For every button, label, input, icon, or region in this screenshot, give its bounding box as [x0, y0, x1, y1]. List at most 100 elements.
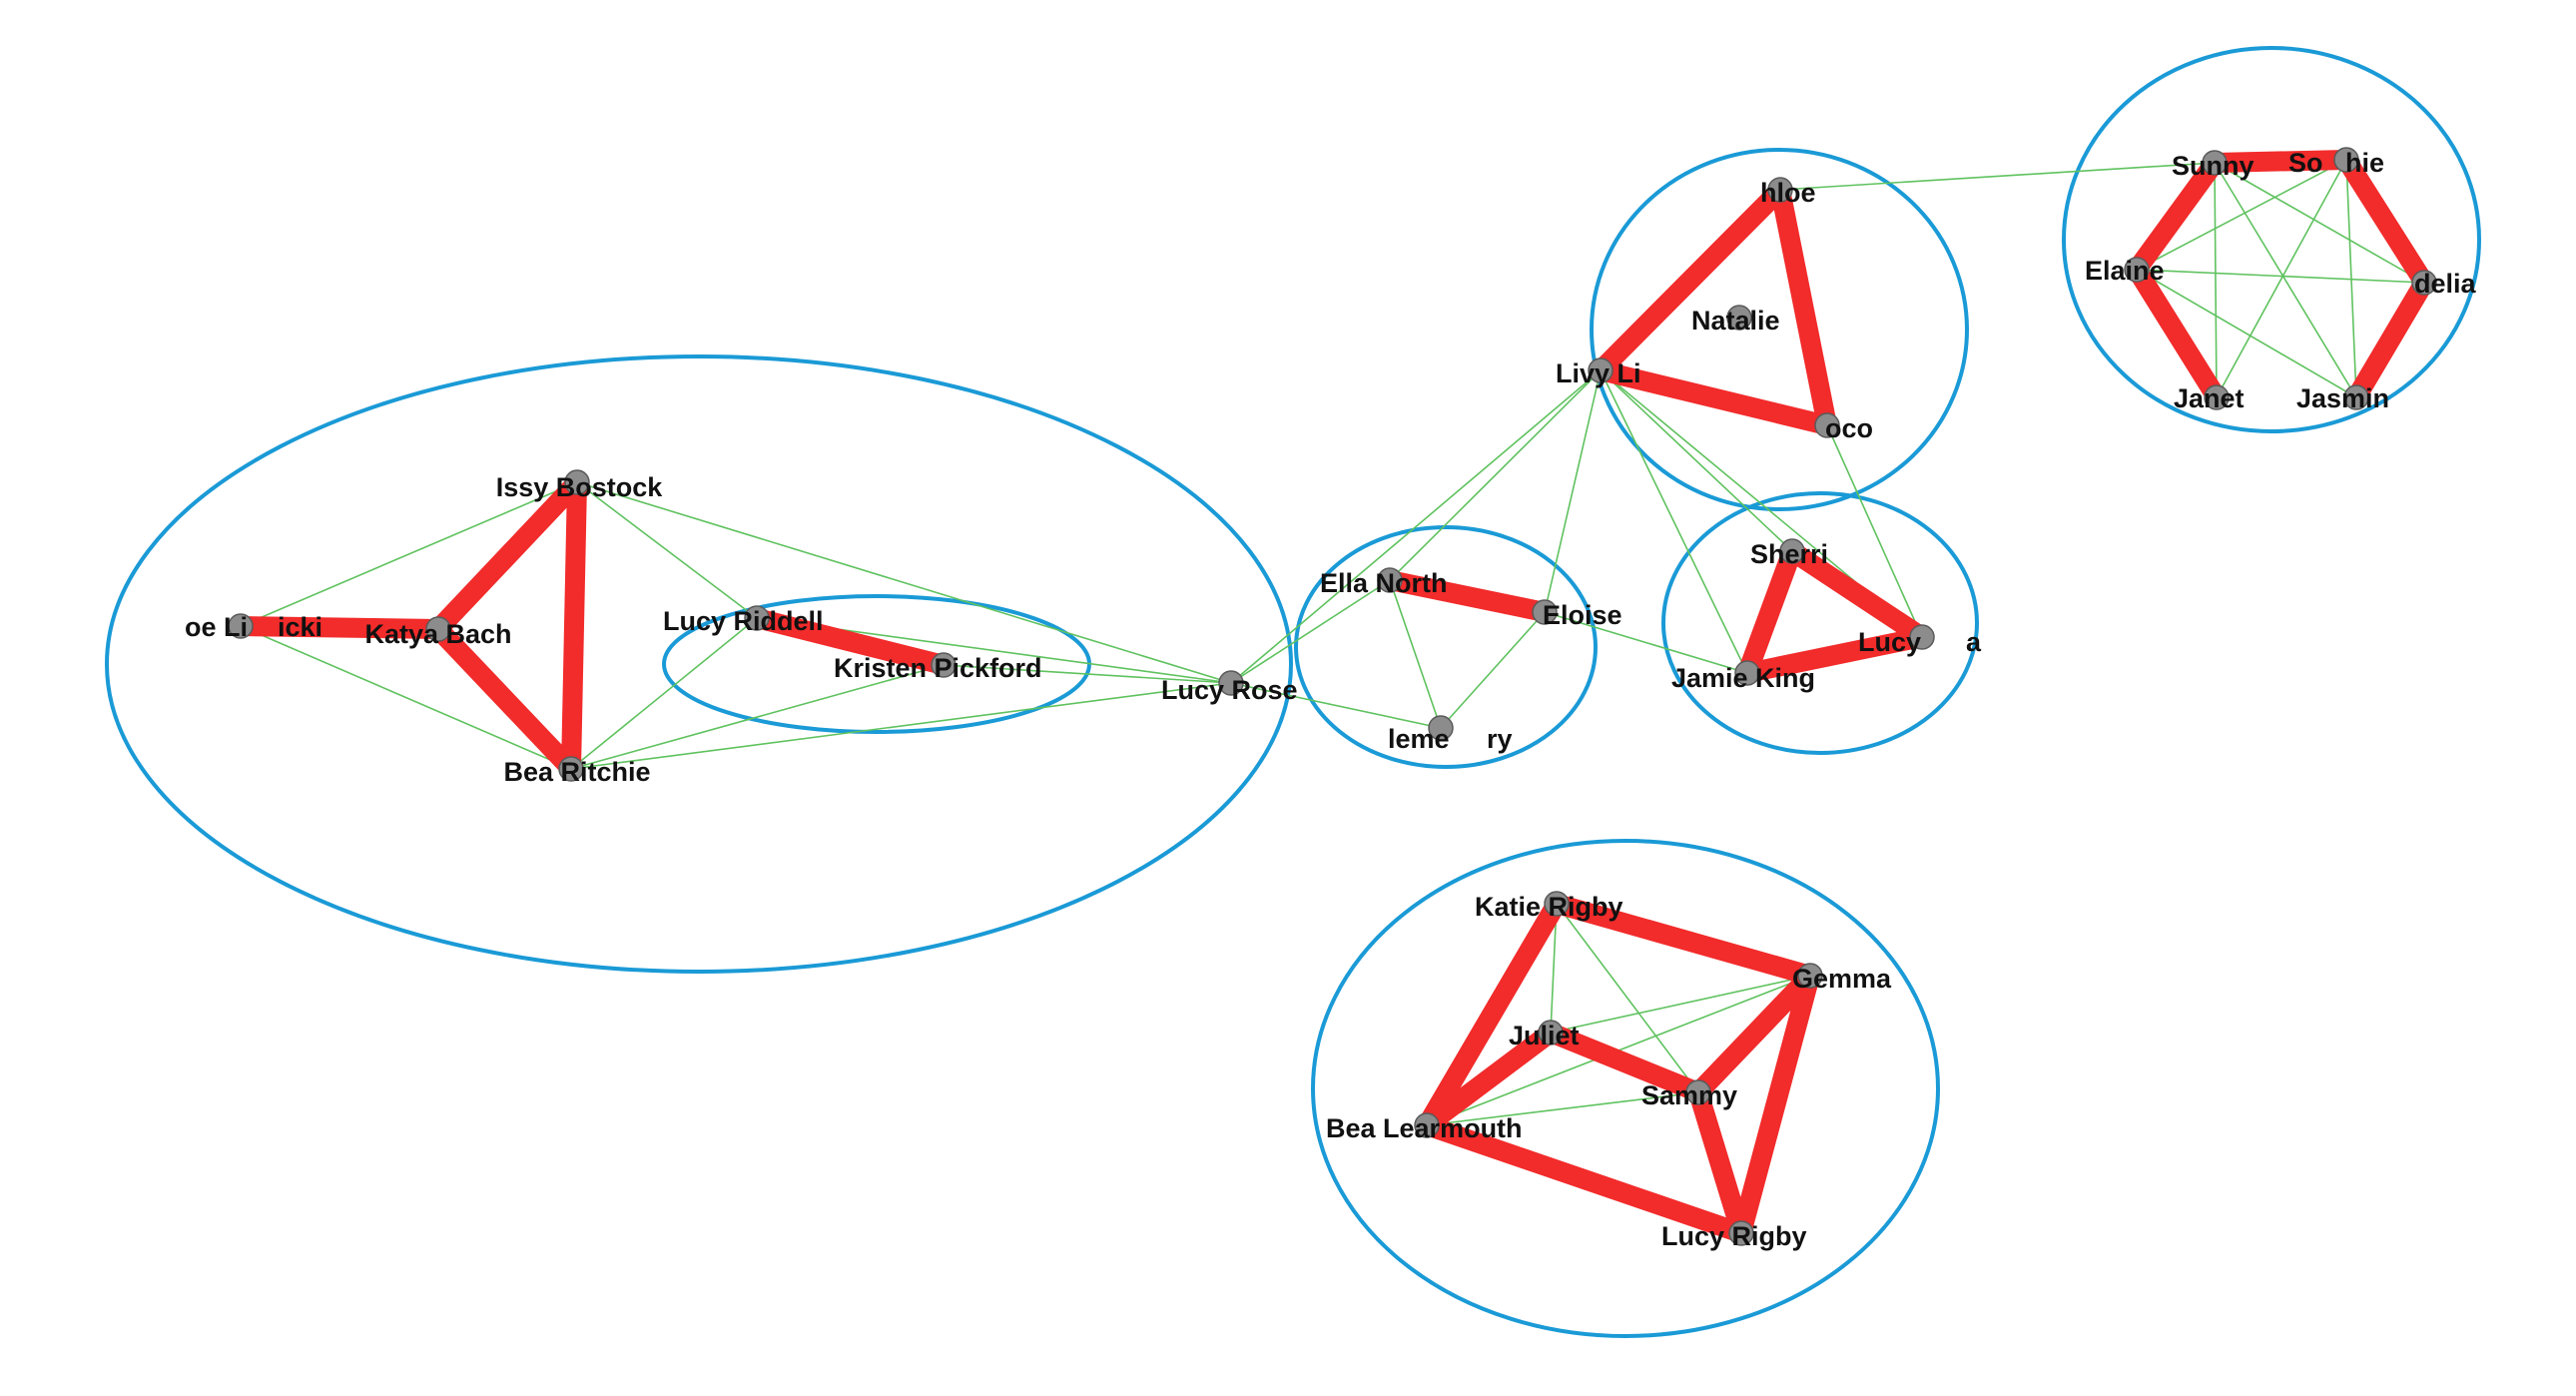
strong-edge-sunny-sophie — [2205, 150, 2356, 173]
node-bea_ritchie[interactable] — [558, 756, 584, 782]
weak-edge-livy-eloise — [1544, 369, 1602, 613]
node-lucy_rose[interactable] — [1218, 670, 1244, 696]
weak-edge-sophie-janet — [2216, 159, 2347, 398]
weak-edge-eloise-jamie_king — [1544, 611, 1748, 674]
node-label-sunny: Sunny — [2172, 151, 2254, 181]
node-label-clementry: leme ry — [1388, 724, 1513, 754]
weak-edge-katie_rigby-sammy — [1556, 903, 1699, 1093]
weak-edge-chloe-sunny — [1779, 162, 2216, 191]
node-zoe[interactable] — [228, 613, 254, 639]
node-label-chloe: hloe — [1760, 178, 1816, 208]
cluster-outline-group-sherri — [1661, 491, 1979, 755]
node-label-livy: Livy Li — [1556, 358, 1641, 388]
weak-edge-lucy_rose-livy — [1230, 369, 1602, 684]
node-lucy_rigby[interactable] — [1728, 1220, 1754, 1246]
strong-edge-elaine-janet — [2127, 260, 2227, 407]
node-jasmin[interactable] — [2343, 384, 2369, 410]
node-label-gemma: Gemma — [1792, 964, 1892, 994]
strong-edge-gemma-lucy_rigby — [1731, 966, 1820, 1243]
node-label-coco: oco — [1825, 413, 1873, 443]
node-label-katya_bach: Katya Bach — [364, 619, 511, 649]
weak-edges — [240, 159, 2425, 1126]
strong-edge-sammy-lucy_rigby — [1688, 1082, 1751, 1243]
strong-edge-issy_bostock-bea_ritchie — [561, 472, 587, 779]
weak-edge-sunny-jasmin — [2214, 162, 2357, 398]
weak-edge-ella_north-livy — [1389, 369, 1602, 581]
node-lucy_a[interactable] — [1909, 624, 1935, 650]
strong-edge-zoe-katya_bach — [231, 616, 448, 639]
node-label-katie_rigby: Katie Rigby — [1475, 892, 1623, 922]
node-livy[interactable] — [1588, 357, 1613, 383]
node-label-sophie: So hie — [2288, 148, 2384, 178]
node-eloise[interactable] — [1532, 599, 1558, 625]
node-label-lucy_rigby: Lucy Rigby — [1661, 1221, 1807, 1251]
node-natalie[interactable] — [1726, 305, 1752, 331]
weak-edge-juliet-gemma — [1550, 975, 1811, 1034]
weak-edge-ella_north-clementry — [1389, 579, 1442, 729]
node-lucy_riddell[interactable] — [744, 605, 770, 631]
weak-edge-eloise-clementry — [1440, 611, 1546, 729]
strong-edge-gemma-sammy — [1688, 966, 1820, 1102]
node-label-janet: Janet — [2174, 383, 2245, 413]
node-elaine[interactable] — [2124, 257, 2150, 283]
weak-edge-issy_bostock-lucy_riddell — [576, 481, 758, 619]
node-ella_north[interactable] — [1377, 567, 1403, 593]
weak-edge-katie_rigby-juliet — [1550, 903, 1558, 1034]
node-katie_rigby[interactable] — [1544, 891, 1570, 917]
node-label-jamie_king: Jamie King — [1671, 663, 1815, 693]
strong-edge-jamie_king-lucy_a — [1737, 627, 1932, 683]
weak-edge-bea_learmouth-sammy — [1426, 1091, 1699, 1126]
weak-edge-sunny-delia — [2214, 162, 2425, 284]
weak-edge-livy-sherri — [1600, 369, 1793, 552]
node-bea_learmouth[interactable] — [1414, 1112, 1440, 1138]
node-clementry[interactable] — [1428, 715, 1454, 741]
node-katya_bach[interactable] — [425, 616, 451, 642]
node-label-delia: delia — [2414, 269, 2477, 299]
strong-edge-chloe-livy — [1591, 180, 1790, 380]
node-label-lucy_riddell: Lucy Riddell — [663, 606, 824, 636]
node-label-issy_bostock: Issy Bostock — [496, 472, 664, 502]
weak-edge-lucy_rose-clementry — [1230, 682, 1442, 729]
node-kristen_pickford[interactable] — [931, 652, 957, 678]
strong-edge-sherri-lucy_a — [1782, 541, 1932, 647]
strong-edge-katya_bach-issy_bostock — [428, 472, 587, 639]
node-label-jasmin: Jasmin — [2296, 383, 2389, 413]
node-label-sammy: Sammy — [1641, 1080, 1737, 1110]
node-coco[interactable] — [1814, 412, 1840, 438]
weak-edge-bea_ritchie-kristen_pickford — [570, 664, 945, 770]
weak-edge-bea_ritchie-lucy_riddell — [570, 617, 758, 770]
strong-edge-sunny-elaine — [2127, 153, 2225, 280]
node-janet[interactable] — [2204, 384, 2230, 410]
node-sherri[interactable] — [1779, 538, 1805, 564]
cluster-outline-group-katie — [1311, 839, 1940, 1338]
node-label-bea_learmouth: Bea Learmouth — [1326, 1113, 1523, 1143]
node-juliet[interactable] — [1538, 1020, 1564, 1046]
node-chloe[interactable] — [1767, 177, 1793, 203]
node-label-lucy_rose: Lucy Rose — [1161, 675, 1298, 705]
nodes — [228, 147, 2437, 1246]
node-sammy[interactable] — [1685, 1079, 1711, 1105]
cluster-outline-group-chloe — [1590, 148, 1969, 511]
strong-edge-katya_bach-bea_ritchie — [428, 619, 581, 779]
weak-edge-sophie-elaine — [2136, 159, 2347, 271]
weak-edge-livy-jamie_king — [1600, 369, 1748, 674]
strong-edge-sherri-jamie_king — [1737, 541, 1802, 683]
node-gemma[interactable] — [1797, 963, 1823, 989]
node-label-lucy_a: Lucy a — [1858, 627, 1982, 657]
weak-edge-issy_bostock-lucy_rose — [576, 481, 1232, 684]
node-sophie[interactable] — [2333, 147, 2359, 173]
node-jamie_king[interactable] — [1734, 660, 1760, 686]
node-issy_bostock[interactable] — [564, 469, 590, 495]
node-sunny[interactable] — [2202, 150, 2228, 176]
node-delia[interactable] — [2411, 270, 2437, 296]
cluster-outline-group-issy — [105, 354, 1293, 974]
strong-edge-katie_rigby-gemma — [1547, 894, 1820, 986]
node-label-juliet: Juliet — [1509, 1021, 1580, 1050]
node-label-natalie: Natalie — [1691, 306, 1780, 336]
node-label-elaine: Elaine — [2085, 256, 2165, 286]
cluster-outline-group-sunny — [2062, 46, 2481, 433]
weak-edge-elaine-delia — [2136, 269, 2425, 284]
strong-edge-bea_learmouth-lucy_rigby — [1417, 1115, 1751, 1243]
node-label-zoe: oe Li icki — [185, 612, 322, 642]
